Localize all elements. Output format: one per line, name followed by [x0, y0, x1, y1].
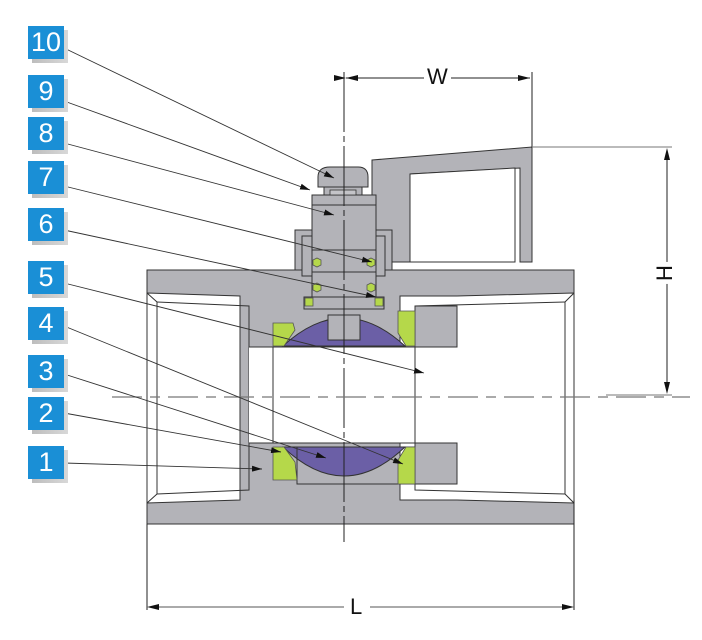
callout-number: 1 — [28, 446, 64, 479]
dimension-l-label: L — [347, 596, 366, 618]
callout-number: 8 — [28, 117, 64, 150]
leader-4 — [63, 325, 404, 465]
callout-badge-9: 9 — [28, 75, 68, 112]
callout-badge-7: 7 — [28, 161, 68, 198]
handle-lever — [371, 146, 533, 263]
center-lines — [112, 72, 690, 542]
leader-7 — [63, 185, 373, 263]
callout-badge-3: 3 — [28, 355, 68, 392]
leader-10 — [63, 47, 335, 179]
callout-badge-1: 1 — [28, 446, 68, 483]
callout-number: 5 — [28, 261, 64, 294]
callout-number: 2 — [28, 397, 64, 430]
callout-number: 7 — [28, 161, 64, 194]
leader-8 — [63, 142, 335, 216]
callout-number: 4 — [28, 307, 64, 340]
callout-badge-6: 6 — [28, 208, 68, 245]
stem-nut — [317, 166, 369, 196]
callout-number: 9 — [28, 75, 64, 108]
leader-6 — [63, 229, 377, 298]
leader-1 — [63, 462, 263, 472]
valve-body — [146, 269, 575, 525]
leader-9 — [63, 100, 311, 191]
dimension-l — [146, 500, 575, 610]
callout-number: 10 — [28, 26, 64, 59]
callout-badge-10: 10 — [28, 26, 68, 63]
callout-badge-8: 8 — [28, 117, 68, 154]
callout-badge-5: 5 — [28, 261, 68, 298]
callout-number: 3 — [28, 355, 64, 388]
callout-number: 6 — [28, 208, 64, 241]
leader-5 — [63, 282, 425, 374]
callout-badge-4: 4 — [28, 307, 68, 344]
dimension-w — [334, 72, 533, 148]
dimension-h — [532, 146, 672, 396]
leader-lines — [63, 47, 425, 472]
seats — [272, 310, 416, 485]
callout-badge-2: 2 — [28, 397, 68, 434]
dimension-w-label: W — [424, 66, 451, 88]
leader-3 — [63, 373, 327, 459]
leader-2 — [63, 412, 282, 454]
dimension-h-label: H — [652, 262, 677, 284]
